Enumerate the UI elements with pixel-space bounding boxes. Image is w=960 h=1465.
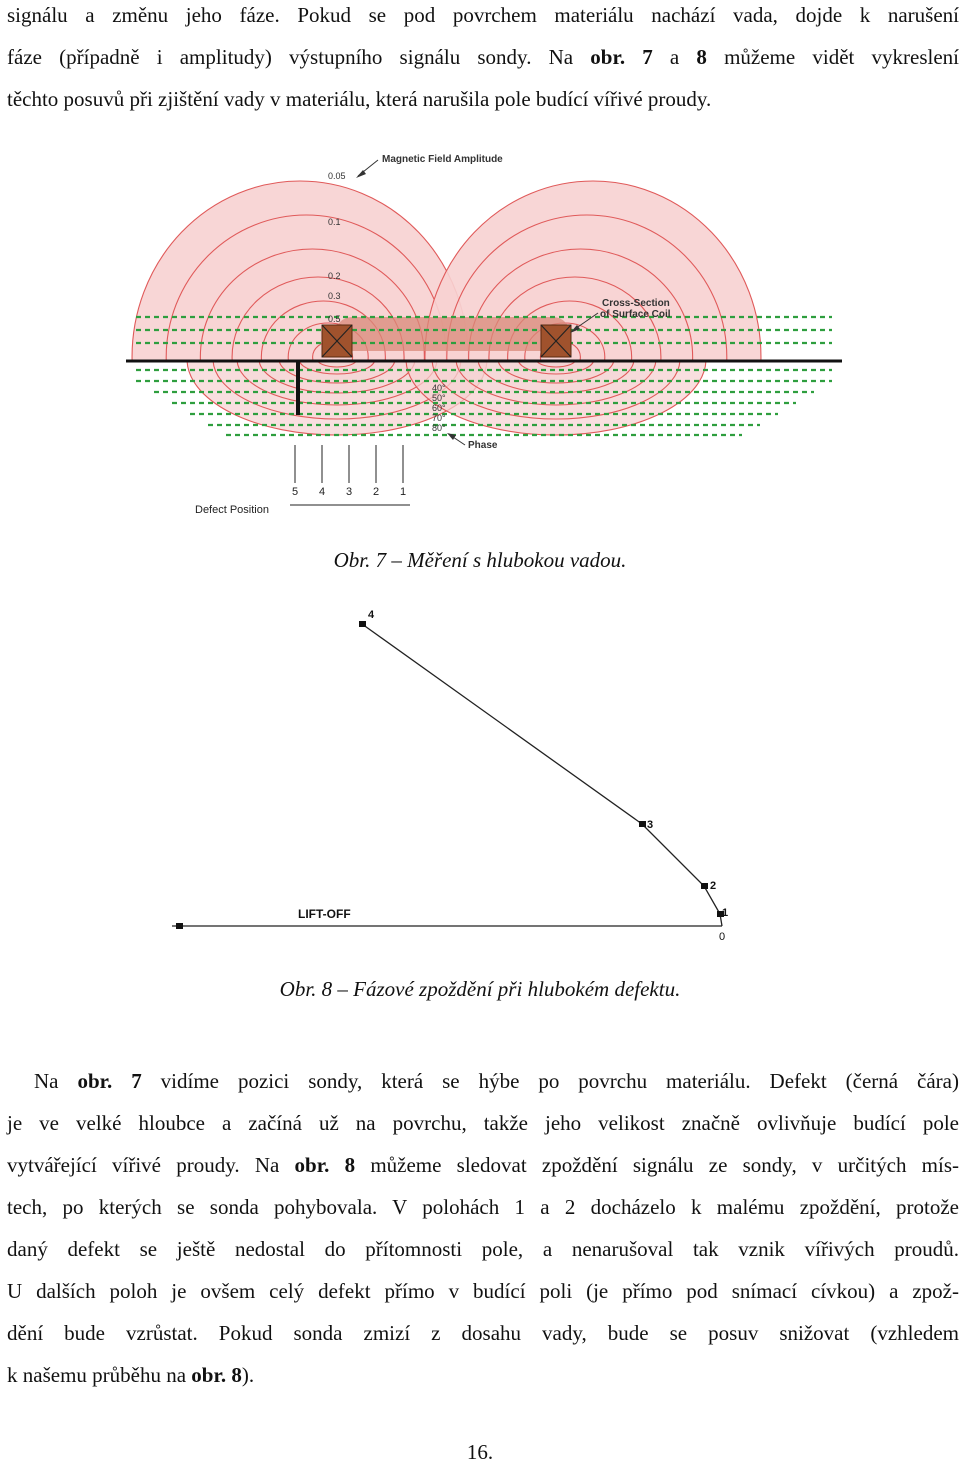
liftoff-label: LIFT-OFF <box>298 907 351 921</box>
text-run <box>329 1153 344 1177</box>
text-run: a <box>652 45 697 69</box>
defect-position-label: Defect Position <box>195 504 269 516</box>
text-line: fáze (případně i amplitudy) výstupního s… <box>7 36 959 78</box>
amplitude-level-0: 0.05 <box>328 171 346 181</box>
text-line: je ve velké hloubce a začíná už na povrc… <box>7 1102 959 1144</box>
bold-reference: obr. <box>590 45 626 69</box>
bold-reference: 7 <box>131 1069 142 1093</box>
text-run: je ve velké hloubce a začíná už na povrc… <box>7 1111 959 1135</box>
text-run: k našemu průběhu na <box>7 1363 192 1387</box>
text-line: vytvářející vířivé proudy. Na obr. 8 můž… <box>7 1144 959 1186</box>
text-line: Na obr. 7 vidíme pozici sondy, která se … <box>7 1060 959 1102</box>
field-contour <box>278 361 396 384</box>
text-run <box>625 45 642 69</box>
point-0-label: 0 <box>719 931 725 943</box>
field-contour <box>497 361 615 384</box>
bold-reference: 8 <box>231 1363 242 1387</box>
position-label-2: 2 <box>373 486 379 498</box>
field-contour <box>431 361 681 420</box>
point-2-marker <box>701 883 708 889</box>
bold-reference: obr. <box>191 1363 227 1387</box>
bold-reference: obr. <box>294 1153 330 1177</box>
caption-figure-8: Obr. 8 – Fázové zpoždění při hlubokém de… <box>279 977 681 1001</box>
amplitude-level-3: 0.3 <box>328 291 341 301</box>
text-run <box>112 1069 131 1093</box>
text-run: daný defekt se ještě nedostal do přítomn… <box>7 1237 959 1261</box>
caption-figure-7: Obr. 7 – Měření s hlubokou vadou. <box>333 548 627 572</box>
text-run: fáze (případně i amplitudy) výstupního s… <box>7 45 591 69</box>
text-run: těchto posuvů při zjištění vady v materi… <box>7 87 712 111</box>
text-run: signálu a změnu jeho fáze. Pokud se pod … <box>7 3 959 27</box>
phase-level-0: 40° <box>432 383 446 393</box>
phase-lag-curve <box>361 623 723 927</box>
text-run: dění bude vzrůstat. Pokud sonda zmizí z … <box>7 1321 959 1345</box>
point-1-marker <box>717 911 724 917</box>
bold-reference: 7 <box>642 45 653 69</box>
position-label-5: 5 <box>292 486 298 498</box>
text-run: vytvářející vířivé proudy. Na <box>7 1153 295 1177</box>
point-3-marker <box>639 821 646 827</box>
coil-field-bridge <box>335 317 570 351</box>
position-label-4: 4 <box>319 486 325 498</box>
coil-right-icon <box>540 324 572 358</box>
point-1-label: 1 <box>722 907 728 919</box>
phase-level-2: 60° <box>432 403 446 413</box>
coil-left-icon <box>321 324 353 358</box>
figure-8-phase-plot: LIFT-OFF 4 3 2 1 0 <box>172 609 728 943</box>
bold-reference: 8 <box>696 45 707 69</box>
phase-level-1: 50° <box>432 393 446 403</box>
text-run: můžeme sledovat zpoždění signálu ze sond… <box>355 1153 959 1177</box>
point-2-label: 2 <box>710 880 716 892</box>
figure-7-field-diagram: Magnetic Field Amplitude 0.05 0.1 0.2 0.… <box>126 154 842 516</box>
point-4-label: 4 <box>368 609 375 621</box>
field-contour <box>212 361 462 420</box>
text-line: těchto posuvů při zjištění vady v materi… <box>7 78 959 120</box>
text-line: signálu a změnu jeho fáze. Pokud se pod … <box>7 0 959 36</box>
position-label-1: 1 <box>400 486 406 498</box>
text-run: tech, po kterých se sonda pohybovala. V … <box>7 1195 959 1219</box>
position-label-3: 3 <box>346 486 352 498</box>
text-run: vidíme pozici sondy, která se hýbe po po… <box>141 1069 959 1093</box>
bold-reference: obr. <box>77 1069 113 1093</box>
text-line: dění bude vzrůstat. Pokud sonda zmizí z … <box>7 1312 959 1354</box>
coil-label-line1: Cross-Section <box>602 298 670 309</box>
point-4-marker <box>359 621 366 627</box>
phase-level-3: 70° <box>432 413 446 423</box>
text-line: k našemu průběhu na obr. 8). <box>7 1354 959 1396</box>
text-run: ). <box>241 1363 255 1387</box>
page-number: 16. <box>466 1440 494 1464</box>
text-run: můžeme vidět vykreslení <box>706 45 960 69</box>
text-line: tech, po kterých se sonda pohybovala. V … <box>7 1186 959 1228</box>
text-line: U dalších poloh je ovšem celý defekt pří… <box>7 1270 959 1312</box>
amplitude-level-2: 0.2 <box>328 271 341 281</box>
paragraph-intro: signálu a změnu jeho fáze. Pokud se pod … <box>7 0 959 120</box>
phase-level-4: 80° <box>432 423 446 433</box>
phase-label: Phase <box>468 440 498 451</box>
coil-label-line2: of Surface Coil <box>600 309 671 320</box>
point-3-label: 3 <box>647 819 653 831</box>
field-contour <box>405 361 707 436</box>
paragraph-explanation: Na obr. 7 vidíme pozici sondy, která se … <box>7 1060 959 1396</box>
bold-reference: 8 <box>344 1153 356 1177</box>
amplitude-title: Magnetic Field Amplitude <box>382 154 503 165</box>
amplitude-level-1: 0.1 <box>328 217 341 227</box>
text-line: daný defekt se ještě nedostal do přítomn… <box>7 1228 959 1270</box>
text-run: U dalších poloh je ovšem celý defekt pří… <box>7 1279 959 1303</box>
amplitude-level-4: 0.5 <box>328 314 341 324</box>
text-run: Na <box>34 1069 78 1093</box>
